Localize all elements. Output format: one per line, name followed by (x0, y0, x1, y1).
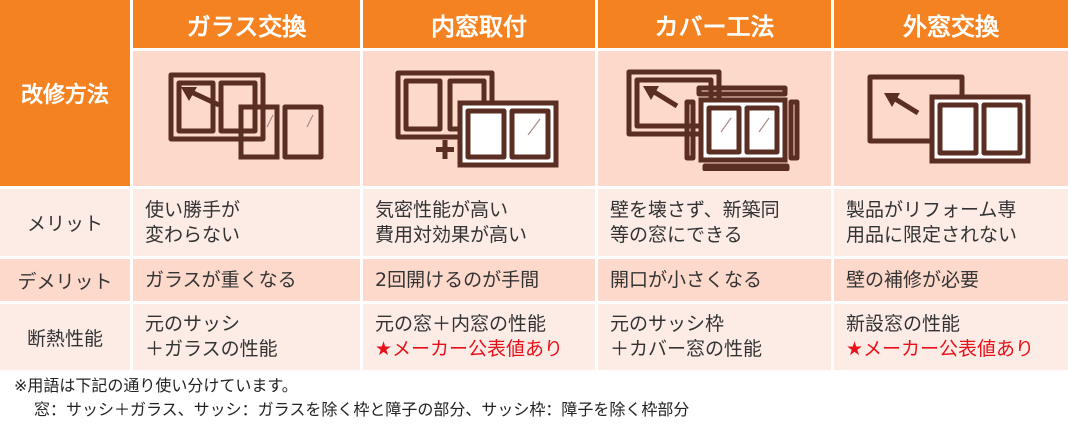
merit-cell-inner: 気密性能が高い 費用対効果が高い (363, 189, 595, 256)
inner-window-illustration-icon (395, 70, 559, 167)
column-header-glass-replacement: ガラス交換 (133, 0, 360, 48)
cover-method-illustration-cell (598, 51, 831, 186)
insulation-text-line: 元のサッシ枠 (610, 313, 725, 335)
manufacturer-value-note: ★メーカー公表値あり (375, 338, 564, 360)
merit-text-line: 用品に限定されない (846, 223, 1018, 246)
glass-replacement-illustration-icon (168, 72, 323, 159)
outer-window-replacement-illustration-icon (867, 74, 1031, 163)
insulation-cell-inner: 元の窓＋内窓の性能 ★メーカー公表値あり (363, 304, 595, 370)
insulation-text-line: 元のサッシ (145, 313, 241, 335)
merit-text-line: 製品がリフォーム専 (846, 198, 1017, 221)
column-header-outer-window: 外窓交換 (834, 0, 1068, 48)
inner-window-illustration-cell (363, 51, 595, 186)
demerit-cell-glass: ガラスが重くなる (133, 259, 360, 301)
merit-text-line: 壁を壊さず、新築同 (610, 198, 780, 221)
row-label-merit: メリット (0, 189, 130, 256)
corner-label: 改修方法 (0, 0, 130, 186)
glass-replacement-illustration-cell (133, 51, 360, 186)
merit-text-line: 使い勝手が (145, 198, 241, 221)
outer-window-illustration-cell (834, 51, 1068, 186)
merit-text-line: 費用対効果が高い (375, 223, 528, 246)
column-header-inner-window: 内窓取付 (363, 0, 595, 48)
merit-cell-cover: 壁を壊さず、新築同 等の窓にできる (598, 189, 831, 256)
merit-text-line: 等の窓にできる (610, 223, 743, 246)
demerit-cell-outer: 壁の補修が必要 (834, 259, 1068, 301)
renovation-methods-table: 改修方法 ガラス交換 内窓取付 カバー工法 外窓交換 (0, 0, 1068, 370)
merit-text-line: 変わらない (145, 223, 241, 246)
merit-text-line: 気密性能が高い (375, 198, 509, 221)
manufacturer-value-note: ★メーカー公表値あり (846, 338, 1035, 360)
insulation-text-line: ＋カバー窓の性能 (610, 338, 763, 360)
insulation-cell-glass: 元のサッシ ＋ガラスの性能 (133, 304, 360, 370)
row-label-insulation: 断熱性能 (0, 304, 130, 370)
merit-cell-outer: 製品がリフォーム専 用品に限定されない (834, 189, 1068, 256)
footnote-line-2: 窓：サッシ＋ガラス、サッシ：ガラスを除く枠と障子の部分、サッシ枠：障子を除く枠部… (34, 400, 690, 419)
merit-cell-glass: 使い勝手が 変わらない (133, 189, 360, 256)
insulation-cell-cover: 元のサッシ枠 ＋カバー窓の性能 (598, 304, 831, 370)
insulation-text-line: ＋ガラスの性能 (145, 338, 278, 360)
column-header-cover-method: カバー工法 (598, 0, 831, 48)
insulation-text-line: 新設窓の性能 (846, 313, 961, 335)
footnote-line-1: ※用語は下記の通り使い分けています。 (14, 376, 298, 395)
demerit-cell-inner: 2回開けるのが手間 (363, 259, 595, 301)
insulation-text-line: 元の窓＋内窓の性能 (375, 313, 547, 335)
cover-method-illustration-icon (626, 69, 799, 171)
insulation-cell-outer: 新設窓の性能 ★メーカー公表値あり (834, 304, 1068, 370)
demerit-cell-cover: 開口が小さくなる (598, 259, 831, 301)
row-label-demerit: デメリット (0, 259, 130, 301)
footnote: ※用語は下記の通り使い分けています。 窓：サッシ＋ガラス、サッシ：ガラスを除く枠… (14, 374, 689, 422)
